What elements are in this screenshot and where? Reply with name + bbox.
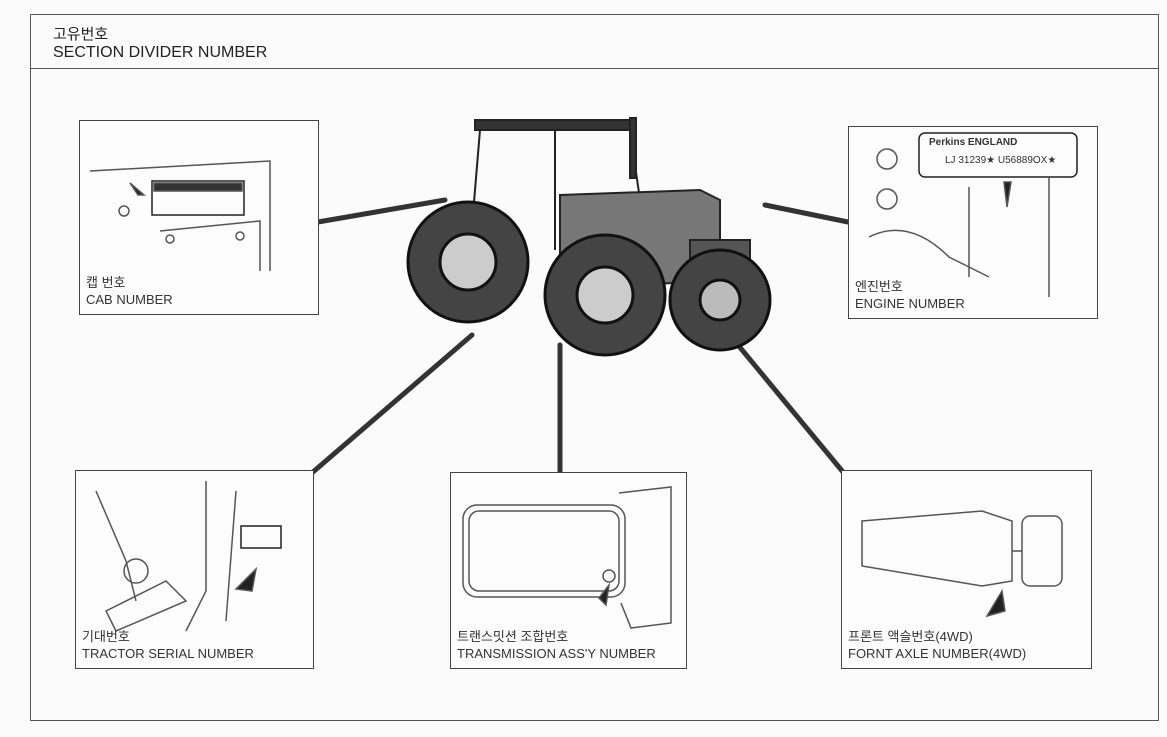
- perkins-plate-number: LJ 31239★ U56889OX★: [945, 155, 1057, 166]
- cab-label-en: CAB NUMBER: [86, 292, 173, 307]
- cab-label-ko: 캡 번호: [86, 275, 126, 290]
- transmission-drawing: [462, 486, 672, 629]
- engine-label-en: ENGINE NUMBER: [855, 296, 965, 311]
- serial-label-en: TRACTOR SERIAL NUMBER: [82, 646, 254, 661]
- front-axle-panel: 프론트 액슬번호(4WD) FORNT AXLE NUMBER(4WD): [841, 470, 1092, 669]
- cab-number-panel: 캡 번호 CAB NUMBER: [79, 120, 319, 315]
- transmission-panel: 트랜스밋션 조합번호 TRANSMISSION ASS'Y NUMBER: [450, 472, 687, 669]
- engine-label-ko: 엔진번호: [855, 279, 903, 294]
- axle-caption: 프론트 액슬번호(4WD) FORNT AXLE NUMBER(4WD): [848, 628, 1026, 662]
- serial-drawing: [95, 481, 282, 632]
- transmission-label-en: TRANSMISSION ASS'Y NUMBER: [457, 646, 656, 661]
- title-english: SECTION DIVIDER NUMBER: [53, 44, 268, 61]
- cab-caption: 캡 번호 CAB NUMBER: [86, 274, 173, 308]
- transmission-label-ko: 트랜스밋션 조합번호: [457, 629, 569, 644]
- page-frame: 고유번호 SECTION DIVIDER NUMBER: [30, 14, 1159, 721]
- title-korean: 고유번호: [53, 25, 109, 43]
- axle-drawing: [861, 510, 1063, 618]
- axle-label-ko: 프론트 액슬번호(4WD): [848, 629, 973, 644]
- engine-caption: 엔진번호 ENGINE NUMBER: [855, 278, 965, 312]
- section-header: 고유번호 SECTION DIVIDER NUMBER: [31, 15, 1158, 69]
- cab-plate-drawing: [89, 160, 271, 271]
- tractor-serial-panel: 기대번호 TRACTOR SERIAL NUMBER: [75, 470, 314, 669]
- engine-drawing: [868, 132, 1078, 297]
- engine-number-panel: Perkins ENGLAND LJ 31239★ U56889OX★ 엔진번호…: [848, 126, 1098, 319]
- transmission-caption: 트랜스밋션 조합번호 TRANSMISSION ASS'Y NUMBER: [457, 628, 656, 662]
- axle-label-en: FORNT AXLE NUMBER(4WD): [848, 646, 1027, 661]
- serial-caption: 기대번호 TRACTOR SERIAL NUMBER: [82, 628, 254, 662]
- perkins-plate-brand: Perkins ENGLAND: [929, 137, 1018, 148]
- serial-label-ko: 기대번호: [82, 629, 130, 644]
